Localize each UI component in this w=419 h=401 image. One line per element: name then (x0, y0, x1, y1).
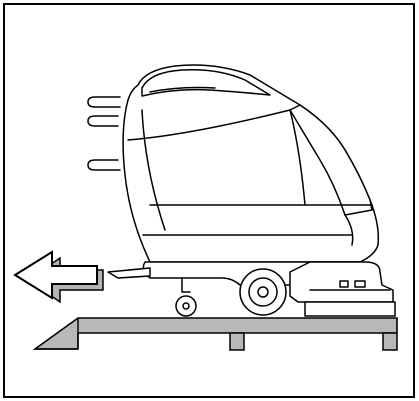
pallet-icon (32, 317, 398, 351)
handle-middle (87, 115, 119, 127)
handle-upper (87, 96, 121, 108)
front-panel (289, 104, 373, 216)
caster-wheel (175, 277, 197, 317)
handle-lower (87, 159, 121, 171)
brush-plate (304, 301, 396, 317)
drive-wheel (239, 268, 287, 316)
machine-icon (87, 64, 396, 317)
machine-rear-shell (122, 64, 380, 263)
figure-border (3, 3, 415, 398)
squeegee-blade (107, 267, 151, 279)
tank-lid (141, 68, 271, 97)
arrow-left-icon (13, 250, 104, 304)
